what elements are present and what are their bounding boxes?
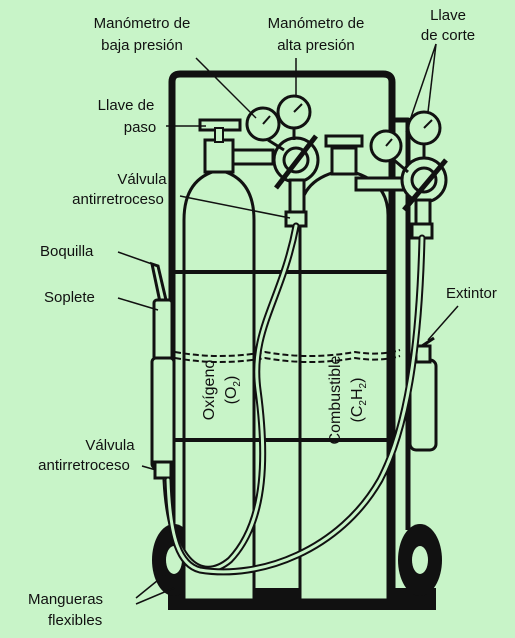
label-valvula-bottom-1: Válvula (85, 437, 135, 454)
label-valvula-top-2: antirretroceso (72, 191, 164, 208)
label-llave-corte-2: de corte (421, 27, 475, 44)
label-manometro-alta-2: alta presión (277, 37, 355, 54)
label-soplete: Soplete (44, 289, 95, 306)
label-mangueras-2: flexibles (48, 612, 102, 629)
label-llave-paso-1: Llave de (98, 97, 155, 114)
label-valvula-top-1: Válvula (117, 171, 167, 188)
fuel-cylinder (300, 136, 388, 600)
label-llave-corte-1: Llave (430, 7, 466, 24)
label-manometro-baja-1: Manómetro de (94, 15, 191, 32)
oxygen-name: Oxígeno (201, 360, 218, 421)
label-mangueras-1: Mangueras (28, 591, 103, 608)
label-boquilla: Boquilla (40, 243, 94, 260)
label-manometro-alta-1: Manómetro de (268, 15, 365, 32)
label-extintor: Extintor (446, 285, 497, 302)
label-valvula-bottom-2: antirretroceso (38, 457, 130, 474)
valvula-antirretroceso-torch (155, 462, 171, 478)
label-llave-paso-2: paso (124, 119, 157, 136)
fuel-name: Combustible (327, 355, 344, 444)
label-manometro-baja-2: baja presión (101, 37, 183, 54)
